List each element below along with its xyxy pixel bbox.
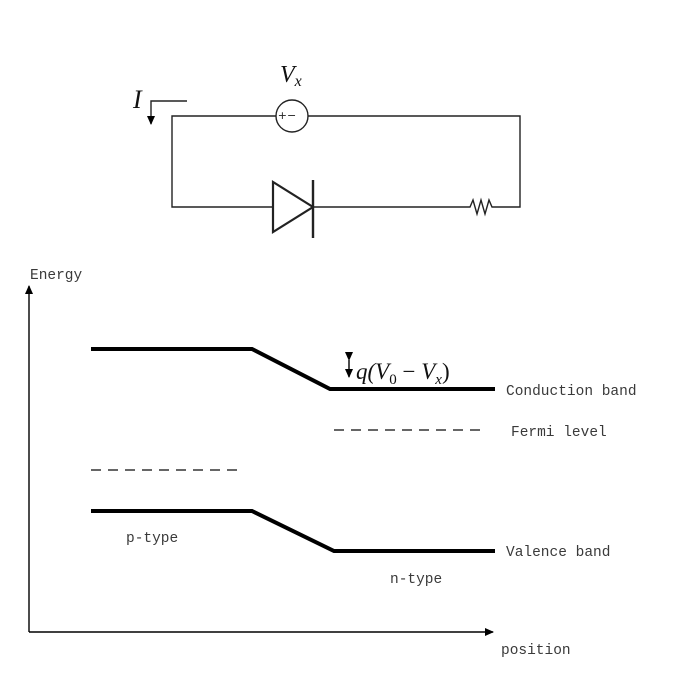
circuit-wire-top-right	[308, 115, 521, 208]
diode-icon	[271, 180, 316, 234]
resistor-icon	[466, 197, 500, 217]
n-type-label: n-type	[390, 572, 442, 588]
voltage-source-icon	[275, 99, 309, 133]
valence-band-line	[91, 509, 495, 553]
conduction-band-line	[91, 347, 495, 391]
source-label: Vx	[280, 62, 302, 90]
y-axis-label: Energy	[30, 268, 83, 284]
barrier-label: q(V0 − Vx)	[356, 359, 450, 388]
current-arrow-icon	[147, 100, 187, 125]
p-type-label: p-type	[126, 531, 178, 547]
valence-band-label: Valence band	[506, 545, 610, 561]
current-label: I	[132, 85, 143, 114]
source-polarity: +−	[278, 109, 296, 122]
circuit	[147, 99, 521, 238]
fermi-level-label: Fermi level	[511, 425, 607, 441]
x-axis-label: position	[501, 643, 571, 659]
circuit-wire-top-left	[171, 115, 276, 208]
conduction-band-label: Conduction band	[506, 384, 637, 400]
band-diagram	[25, 285, 495, 636]
